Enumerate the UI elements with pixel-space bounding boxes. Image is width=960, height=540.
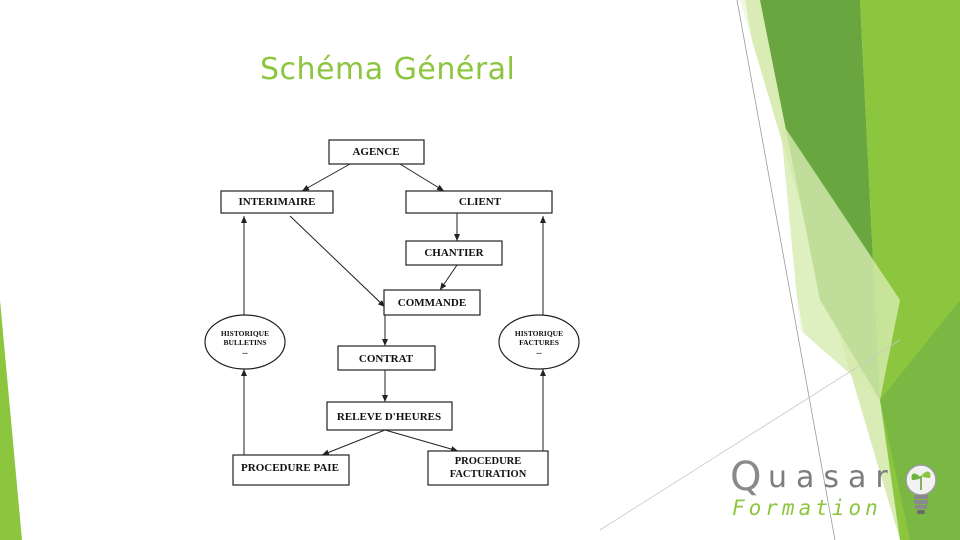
node-paie-label: PROCEDURE PAIE xyxy=(241,462,339,474)
node-facturation-label-1: PROCEDURE xyxy=(455,456,522,467)
node-contrat: CONTRAT xyxy=(337,345,436,371)
node-commande: COMMANDE xyxy=(383,289,481,316)
edge-interimaire-commande xyxy=(289,215,386,308)
node-paie: PROCEDURE PAIE xyxy=(232,454,350,486)
connectors xyxy=(241,163,546,456)
node-historique-bulletins: HISTORIQUE BULLETINS ... xyxy=(204,314,286,370)
node-agence-label: AGENCE xyxy=(352,146,399,158)
node-chantier: CHANTIER xyxy=(405,240,503,266)
quasar-formation-logo: Q uasar Formation xyxy=(728,454,940,526)
edge-releve-paie xyxy=(321,429,386,456)
node-interimaire: INTERIMAIRE xyxy=(220,190,334,214)
node-commande-label: COMMANDE xyxy=(398,297,466,309)
node-contrat-label: CONTRAT xyxy=(359,353,414,365)
logo-q: Q xyxy=(730,454,762,500)
node-facturation-label-2: FACTURATION xyxy=(450,469,527,480)
factures-line-1: HISTORIQUE xyxy=(515,329,563,338)
node-historique-factures: HISTORIQUE FACTURES ... xyxy=(498,314,580,370)
node-client-label: CLIENT xyxy=(459,196,502,208)
node-client: CLIENT xyxy=(405,190,553,214)
flow-diagram: AGENCE INTERIMAIRE CLIENT CHANTIER COMMA… xyxy=(204,139,580,486)
node-releve: RELEVE D'HEURES xyxy=(326,401,453,431)
bulletins-line-3: ... xyxy=(242,347,248,356)
factures-line-2: FACTURES xyxy=(519,338,559,347)
node-facturation: PROCEDURE FACTURATION xyxy=(427,450,549,486)
node-chantier-label: CHANTIER xyxy=(424,247,484,259)
node-releve-label: RELEVE D'HEURES xyxy=(337,411,441,423)
factures-line-3: ... xyxy=(536,347,542,356)
edge-releve-facturation xyxy=(384,429,459,452)
bulletins-line-2: BULLETINS xyxy=(224,338,267,347)
logo-uasar: uasar xyxy=(768,460,897,495)
lightbulb-icon xyxy=(905,464,937,514)
edge-agence-client xyxy=(399,163,445,192)
node-agence: AGENCE xyxy=(328,139,425,165)
logo-formation: Formation xyxy=(732,496,882,520)
slide-title: Schéma Général xyxy=(260,52,516,87)
edge-chantier-commande xyxy=(439,264,458,291)
node-interimaire-label: INTERIMAIRE xyxy=(238,196,315,208)
bulletins-line-1: HISTORIQUE xyxy=(221,329,269,338)
edge-agence-interimaire xyxy=(301,163,351,192)
